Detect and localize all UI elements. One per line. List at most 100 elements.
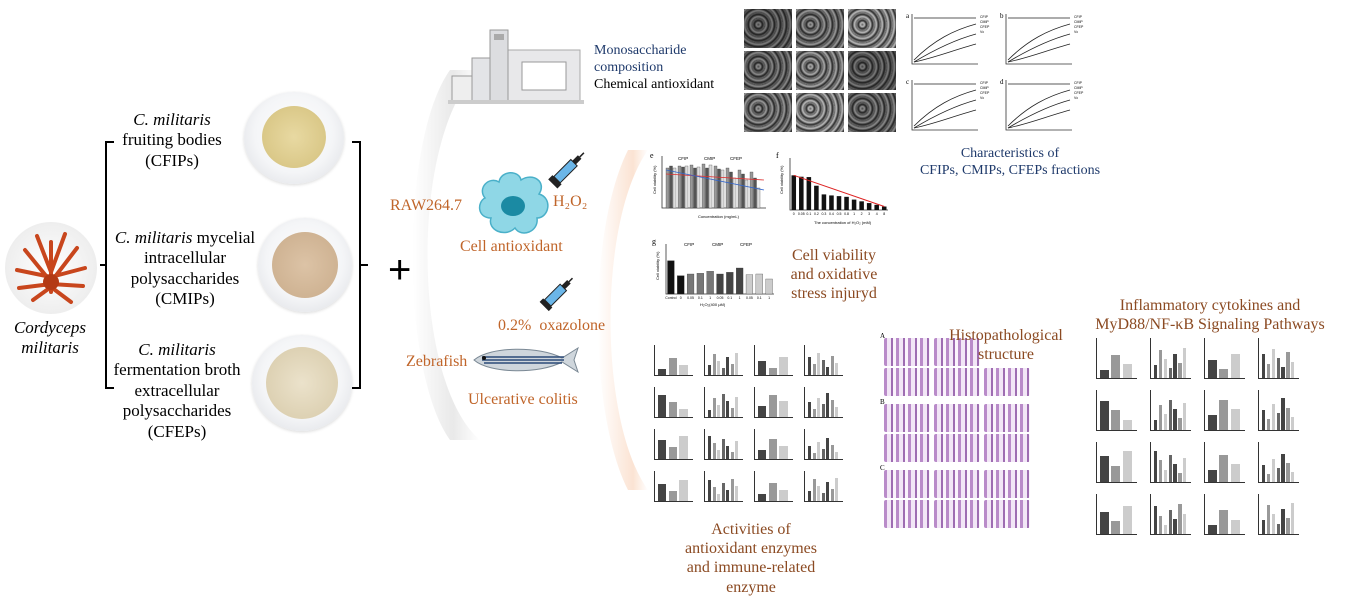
mini-bar bbox=[768, 483, 777, 501]
mini-bar bbox=[717, 494, 721, 501]
curved-divider bbox=[412, 70, 480, 440]
bar-f-8 bbox=[851, 199, 857, 210]
mini-bar bbox=[1291, 361, 1295, 378]
mini-bar bbox=[758, 450, 767, 459]
legend-entry: CFIP bbox=[980, 15, 989, 19]
mini-bar bbox=[1111, 520, 1121, 534]
curve bbox=[913, 99, 977, 129]
mini-bar bbox=[1271, 514, 1275, 534]
mini-bar bbox=[1271, 404, 1275, 430]
tick-label: 4 bbox=[876, 212, 878, 216]
mini-bar bbox=[1122, 364, 1132, 378]
enzyme-chart-2 bbox=[754, 345, 793, 376]
cytokine-chart-10 bbox=[1204, 442, 1245, 483]
mini-bar bbox=[658, 395, 667, 417]
enzyme-chart-10 bbox=[754, 429, 793, 460]
curve bbox=[1007, 33, 1071, 63]
mini-bar bbox=[679, 480, 688, 501]
x-axis-label: H₂O₂(400 μM) bbox=[700, 302, 726, 307]
mini-bar bbox=[712, 487, 716, 501]
mini-bar bbox=[826, 393, 830, 417]
mini-bar bbox=[1178, 362, 1182, 378]
mini-bar bbox=[668, 357, 677, 375]
mini-bar bbox=[835, 477, 839, 501]
mini-bar bbox=[835, 407, 839, 417]
mini-bar bbox=[817, 397, 821, 417]
mini-bar bbox=[808, 490, 811, 501]
mini-bar bbox=[817, 353, 821, 375]
mini-bar bbox=[835, 451, 839, 459]
bar bbox=[756, 187, 761, 209]
sem-image-g bbox=[744, 93, 792, 132]
mini-bar bbox=[721, 394, 725, 417]
cmips-powder-plate bbox=[258, 218, 352, 312]
mini-bar bbox=[821, 404, 825, 417]
bar bbox=[696, 166, 701, 209]
tick-label: 0 bbox=[793, 212, 795, 216]
mini-bar bbox=[1183, 403, 1187, 430]
tick-label: 0.4 bbox=[829, 212, 834, 216]
enzyme-chart-6 bbox=[754, 387, 793, 418]
zebrafish-icon bbox=[473, 346, 579, 374]
histology-image-13 bbox=[984, 470, 1030, 498]
histology-image-4 bbox=[984, 368, 1030, 396]
mini-bar bbox=[1178, 418, 1182, 430]
cytokine-chart-3 bbox=[1258, 338, 1299, 379]
legend-entry: Vc bbox=[1074, 96, 1078, 100]
mini-bar bbox=[1208, 414, 1217, 430]
sample-cmips-label: C. militaris mycelial intracellular poly… bbox=[114, 228, 256, 309]
mini-bar bbox=[1173, 353, 1177, 378]
mini-bar bbox=[779, 490, 788, 501]
sem-image-h bbox=[796, 93, 844, 132]
mini-bar bbox=[812, 453, 816, 459]
syringe-icon-2 bbox=[539, 277, 574, 312]
panel-letter: a bbox=[906, 12, 910, 20]
legend-entry: CFEP bbox=[1074, 25, 1084, 29]
mini-bar bbox=[726, 489, 730, 501]
mini-bar bbox=[779, 445, 788, 459]
enzyme-chart-15 bbox=[804, 471, 843, 502]
bar bbox=[725, 167, 730, 209]
mini-bar bbox=[717, 449, 721, 459]
mini-bar bbox=[1230, 519, 1240, 534]
bar bbox=[708, 164, 713, 209]
mini-bar bbox=[668, 446, 677, 459]
cytokine-chart-4 bbox=[1096, 390, 1137, 431]
cytokine-chart-8 bbox=[1096, 442, 1137, 483]
mini-bar bbox=[1154, 364, 1158, 378]
legend-entry: CFIP bbox=[1074, 15, 1083, 19]
bar bbox=[744, 179, 749, 209]
mini-bar bbox=[1271, 459, 1275, 482]
h2o2-label: H₂O₂ bbox=[553, 193, 588, 210]
sem-image-f bbox=[848, 51, 896, 90]
tick-label: 0.1 bbox=[806, 212, 811, 216]
mini-bar bbox=[821, 360, 825, 375]
hplc-instrument-icon bbox=[448, 29, 584, 104]
bar bbox=[713, 165, 718, 209]
panel-letter-e: e bbox=[650, 151, 654, 160]
mini-bar bbox=[758, 361, 767, 375]
tick-label: 0.05 bbox=[746, 296, 753, 300]
mini-bar bbox=[658, 369, 667, 375]
panel-letter: b bbox=[1000, 12, 1004, 20]
mini-bar bbox=[1281, 453, 1285, 482]
histology-image-2 bbox=[884, 368, 930, 396]
mini-bar bbox=[730, 452, 734, 459]
mini-bar bbox=[708, 409, 711, 417]
bar-f-6 bbox=[836, 196, 842, 210]
cordyceps-icon bbox=[15, 232, 87, 304]
mini-bar bbox=[758, 494, 767, 501]
mini-bar bbox=[1100, 456, 1109, 482]
mini-bar bbox=[1158, 350, 1163, 378]
mini-bar bbox=[1111, 355, 1121, 378]
mini-bar bbox=[1276, 413, 1280, 430]
cmips-powder bbox=[272, 232, 338, 298]
mini-bar bbox=[726, 445, 730, 459]
mini-bar bbox=[1168, 454, 1172, 482]
mini-bar bbox=[830, 489, 834, 501]
mini-bar bbox=[1262, 409, 1266, 430]
plus-sign: + bbox=[388, 248, 412, 292]
mini-bar bbox=[1154, 451, 1158, 482]
y-axis-label: Cell viability (%) bbox=[652, 165, 657, 194]
